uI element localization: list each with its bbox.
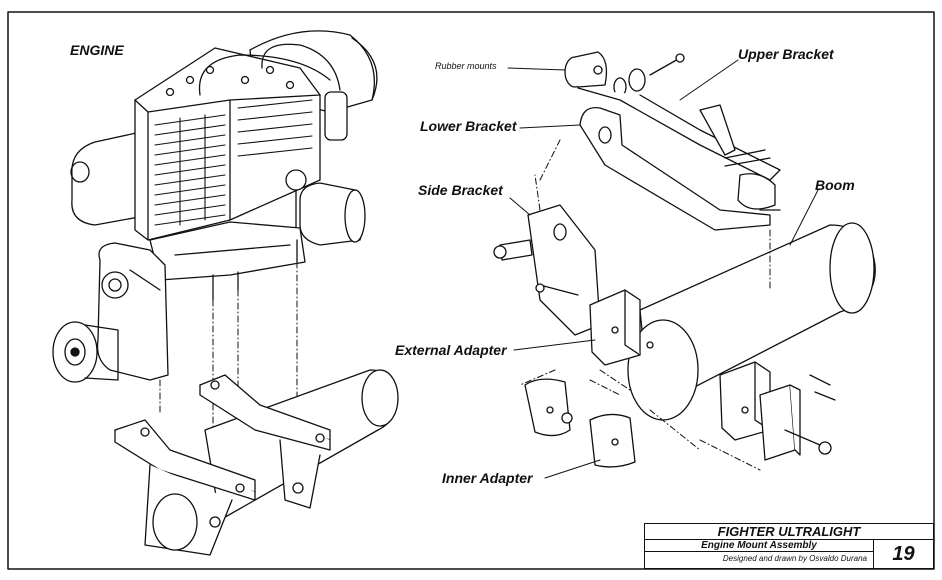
credit-row: Designed and drawn by Osvaldo Durana <box>645 552 873 568</box>
page-number: 19 <box>892 543 915 565</box>
lower-bracket-label: Lower Bracket <box>420 118 517 134</box>
page-number-cell: 19 <box>873 540 933 568</box>
drawing-subtitle: Engine Mount Assembly <box>701 540 817 551</box>
boom-label: Boom <box>815 177 855 193</box>
inner-adapter-label: Inner Adapter <box>442 470 533 486</box>
page-border <box>7 11 935 570</box>
left-mount-brackets <box>114 369 399 556</box>
external-adapter-label: External Adapter <box>395 342 507 358</box>
drawing-credit: Designed and drawn by Osvaldo Durana <box>722 554 867 563</box>
title-block: FIGHTER ULTRALIGHT Engine Mount Assembly… <box>644 523 934 569</box>
upper-bracket-label: Upper Bracket <box>738 46 834 62</box>
drawing-title: FIGHTER ULTRALIGHT <box>717 524 861 539</box>
engine-illustration <box>52 30 378 383</box>
rubber-mounts-label: Rubber mounts <box>435 61 497 71</box>
subtitle-row: Engine Mount Assembly <box>645 540 873 552</box>
side-bracket-label: Side Bracket <box>418 182 503 198</box>
engine-label: ENGINE <box>70 42 124 58</box>
title-row: FIGHTER ULTRALIGHT <box>645 524 933 540</box>
right-exploded-assembly <box>493 51 876 468</box>
